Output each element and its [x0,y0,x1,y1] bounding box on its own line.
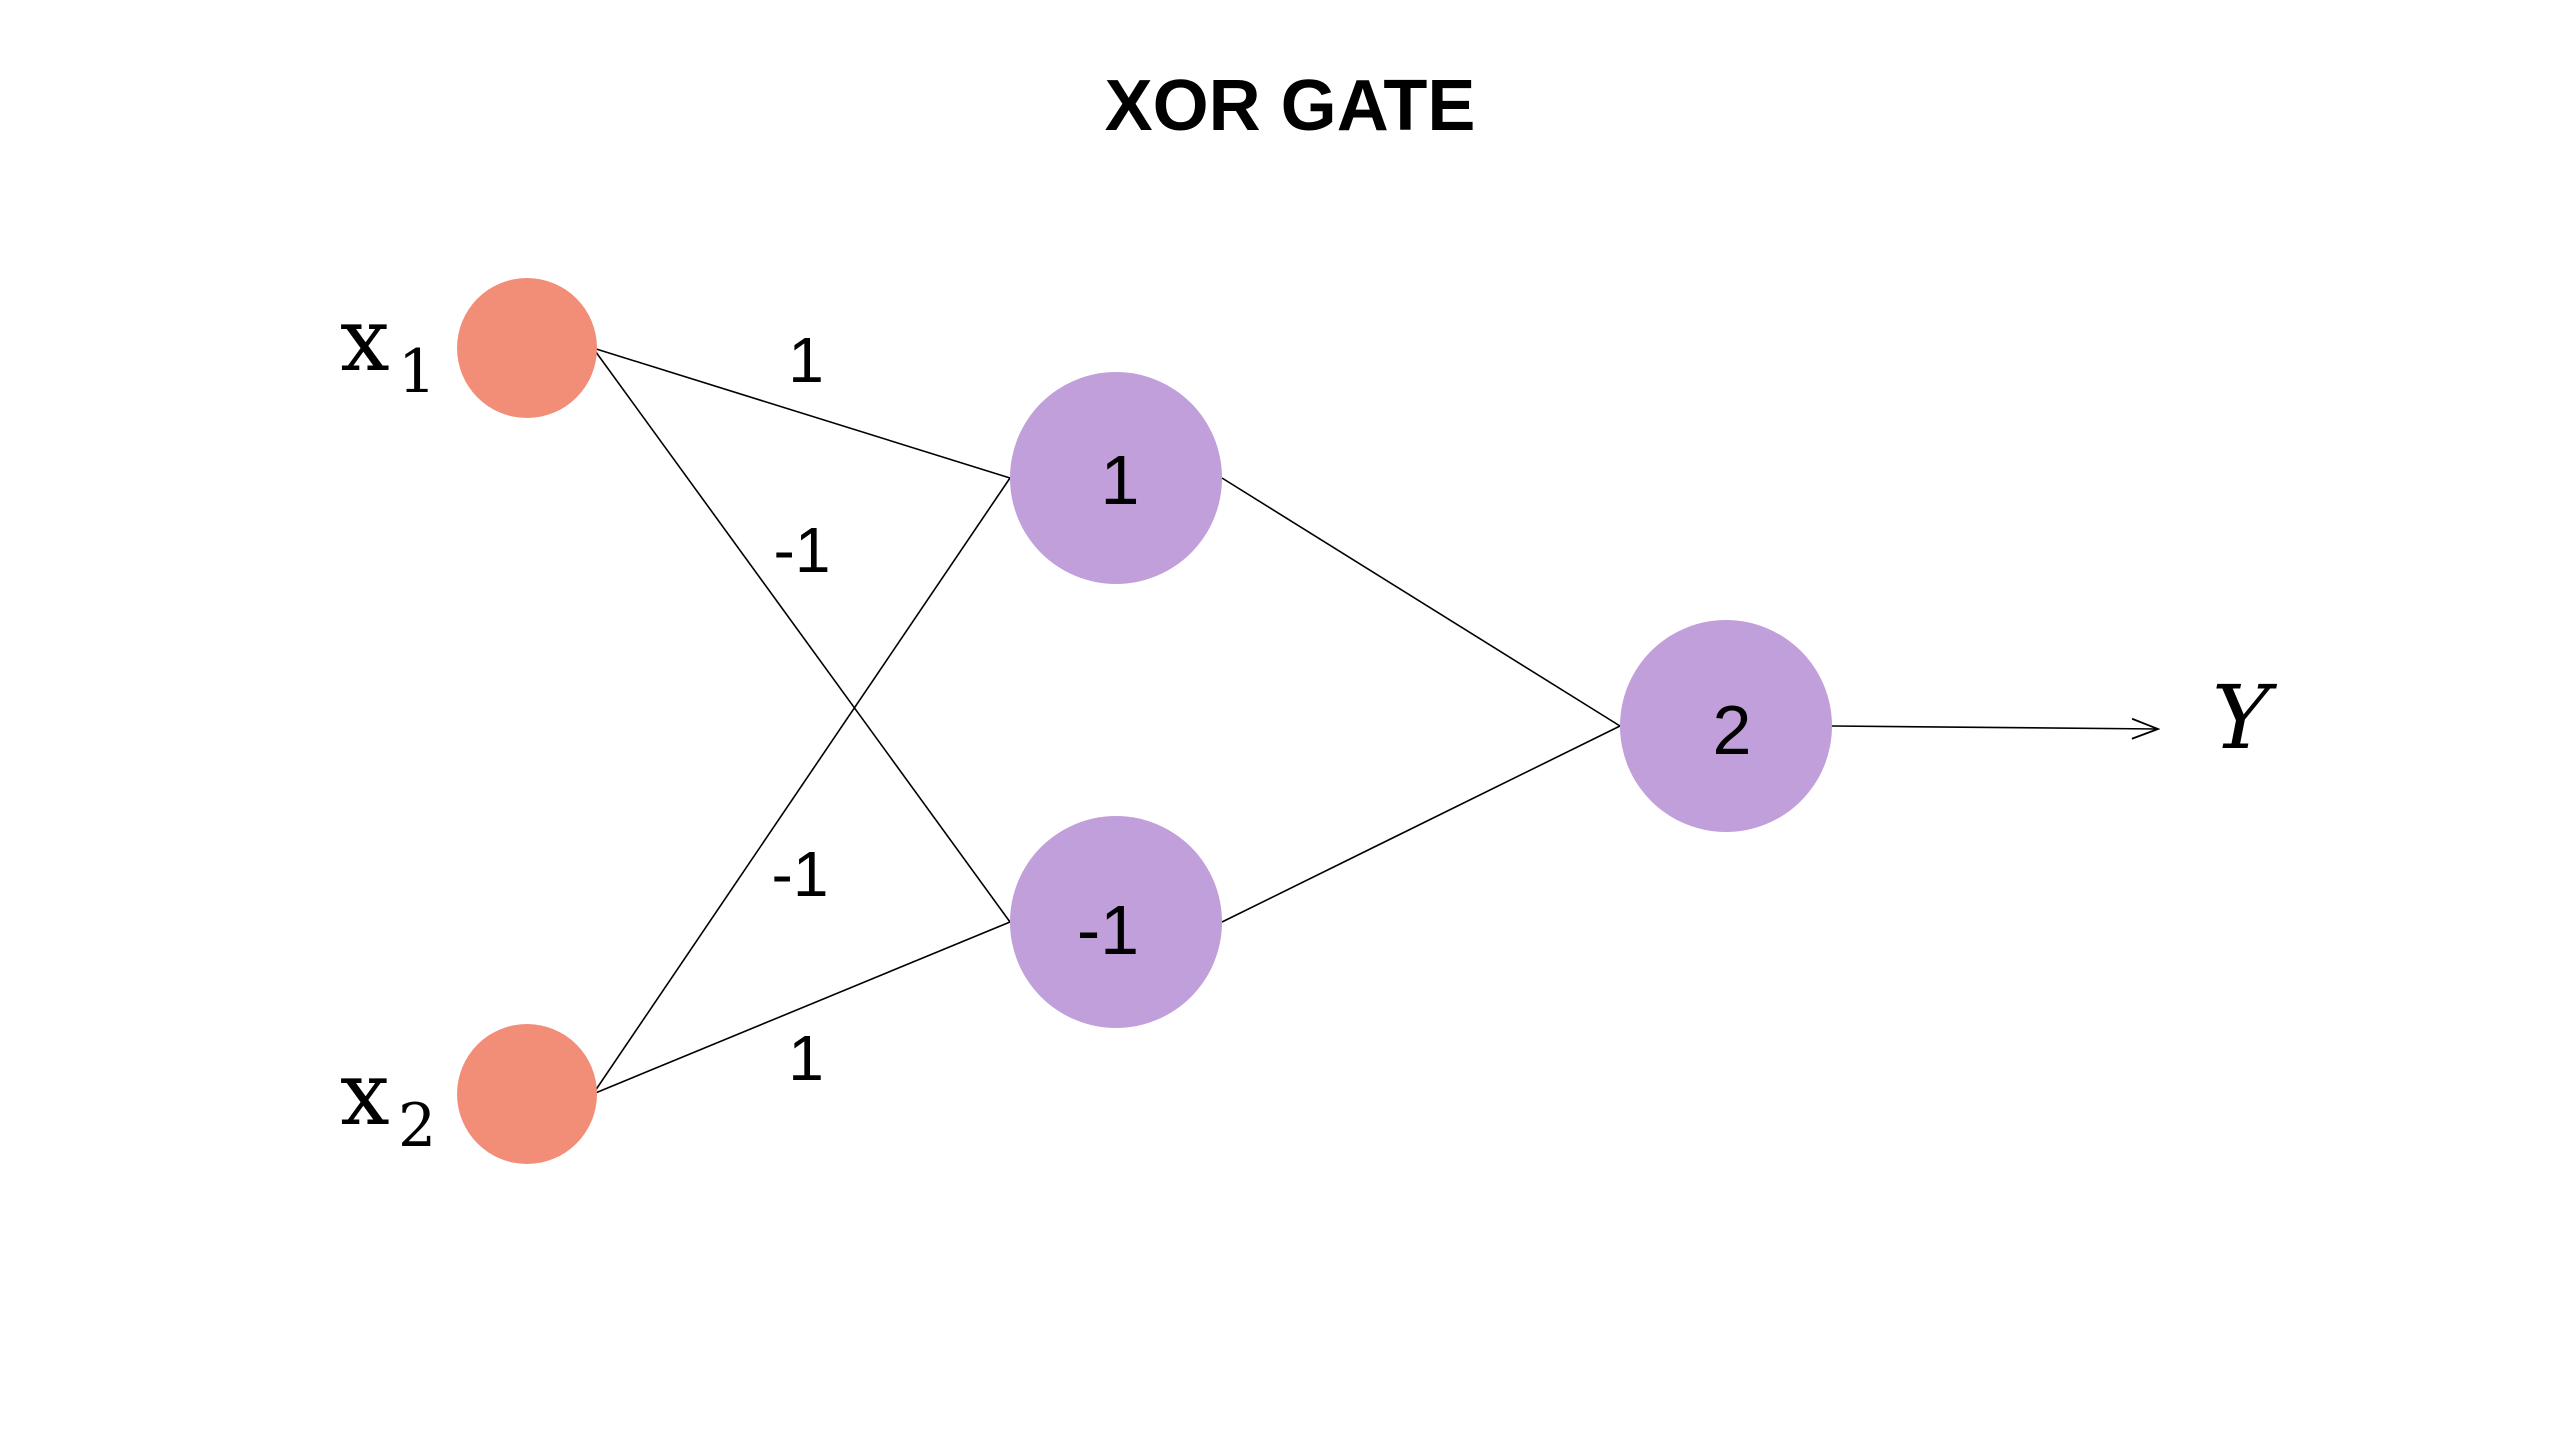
weight-x2-h2: 1 [788,1022,824,1094]
input-label-x2-subscript: 2 [398,1091,436,1161]
output-label-y: Y [2212,666,2278,769]
output-arrow [1831,726,2158,729]
edge-x1-to-h1 [592,347,1011,479]
edge-x1-to-h2 [592,347,1011,923]
edge-h2-to-out [1221,725,1621,923]
input-node-x2 [457,1024,597,1164]
weight-x2-h1: -1 [772,838,829,910]
input-node-x1 [457,278,597,418]
diagram-title: XOR GATE [1105,66,1476,146]
input-label-x1-subscript: 1 [398,337,436,407]
output-node-label: 2 [1713,691,1752,769]
edge-x2-to-h2 [592,921,1011,1095]
hidden-node-1-label: 1 [1101,441,1140,519]
weight-x1-h2: -1 [774,514,831,586]
weight-x1-h1: 1 [788,324,824,396]
edge-h1-to-out [1221,477,1621,727]
hidden-node-1 [1010,372,1222,584]
output-node [1620,620,1832,832]
hidden-node-2 [1010,816,1222,1028]
input-label-x2: x [340,1042,390,1145]
edge-x2-to-h1 [592,477,1011,1095]
input-label-x1: x [340,288,390,391]
hidden-node-2-label: -1 [1077,891,1139,969]
